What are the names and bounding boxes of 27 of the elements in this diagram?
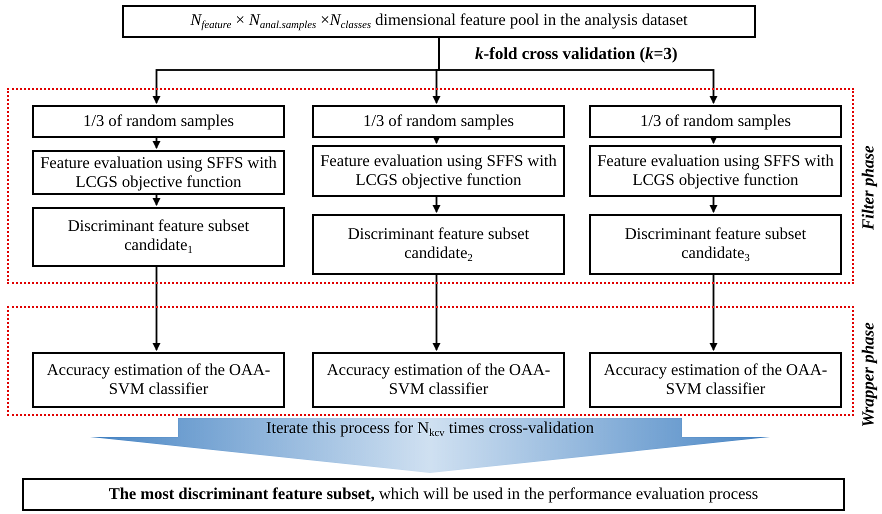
arrow [432, 195, 440, 213]
arrow [710, 136, 718, 144]
process-box: Discriminant feature subset candidate$_{2}$ [312, 214, 565, 275]
process-box: Feature evaluation using SFFS with LCGS objective function [312, 145, 565, 197]
arrow [152, 265, 160, 351]
process-box: Discriminant feature subset candidate$_{3}$ [589, 214, 842, 275]
phase-label: Wrapper phase [858, 322, 878, 428]
arrow [710, 273, 718, 351]
arrow [432, 136, 440, 144]
process-box: 1/3 of random samples [589, 105, 842, 138]
process-box: 1/3 of random samples [312, 105, 565, 138]
split-label: k-fold cross validation (k=3) [475, 44, 678, 64]
process-box: Accuracy estimation of the OAA-SVM classifier [32, 352, 285, 408]
arrow [432, 273, 440, 351]
process-box: N$_{feature}$ × N$_{anal.samples}$ ×N$_{classes}$ dimensional feature pool in the analysis dataset [122, 5, 756, 38]
iterate-arrow [90, 418, 770, 473]
process-box: The most discriminant feature subset, which will be used in the performance evaluation process [22, 478, 845, 511]
arrow [438, 38, 718, 104]
process-box: Accuracy estimation of the OAA-SVM classifier [589, 352, 842, 408]
arrow [710, 195, 718, 213]
edge-label: Iterate this process for N$_{kcv}$ times cross-validation [265, 419, 595, 440]
process-box: Feature evaluation using SFFS with LCGS objective function [32, 150, 285, 195]
process-box: Discriminant feature subset candidate$_{1}$ [32, 207, 285, 267]
phase-label: Filter phase [858, 146, 878, 230]
process-box: Feature evaluation using SFFS with LCGS objective function [589, 145, 842, 197]
process-box: Accuracy estimation of the OAA-SVM classifier [312, 352, 565, 408]
process-box: 1/3 of random samples [32, 105, 285, 138]
